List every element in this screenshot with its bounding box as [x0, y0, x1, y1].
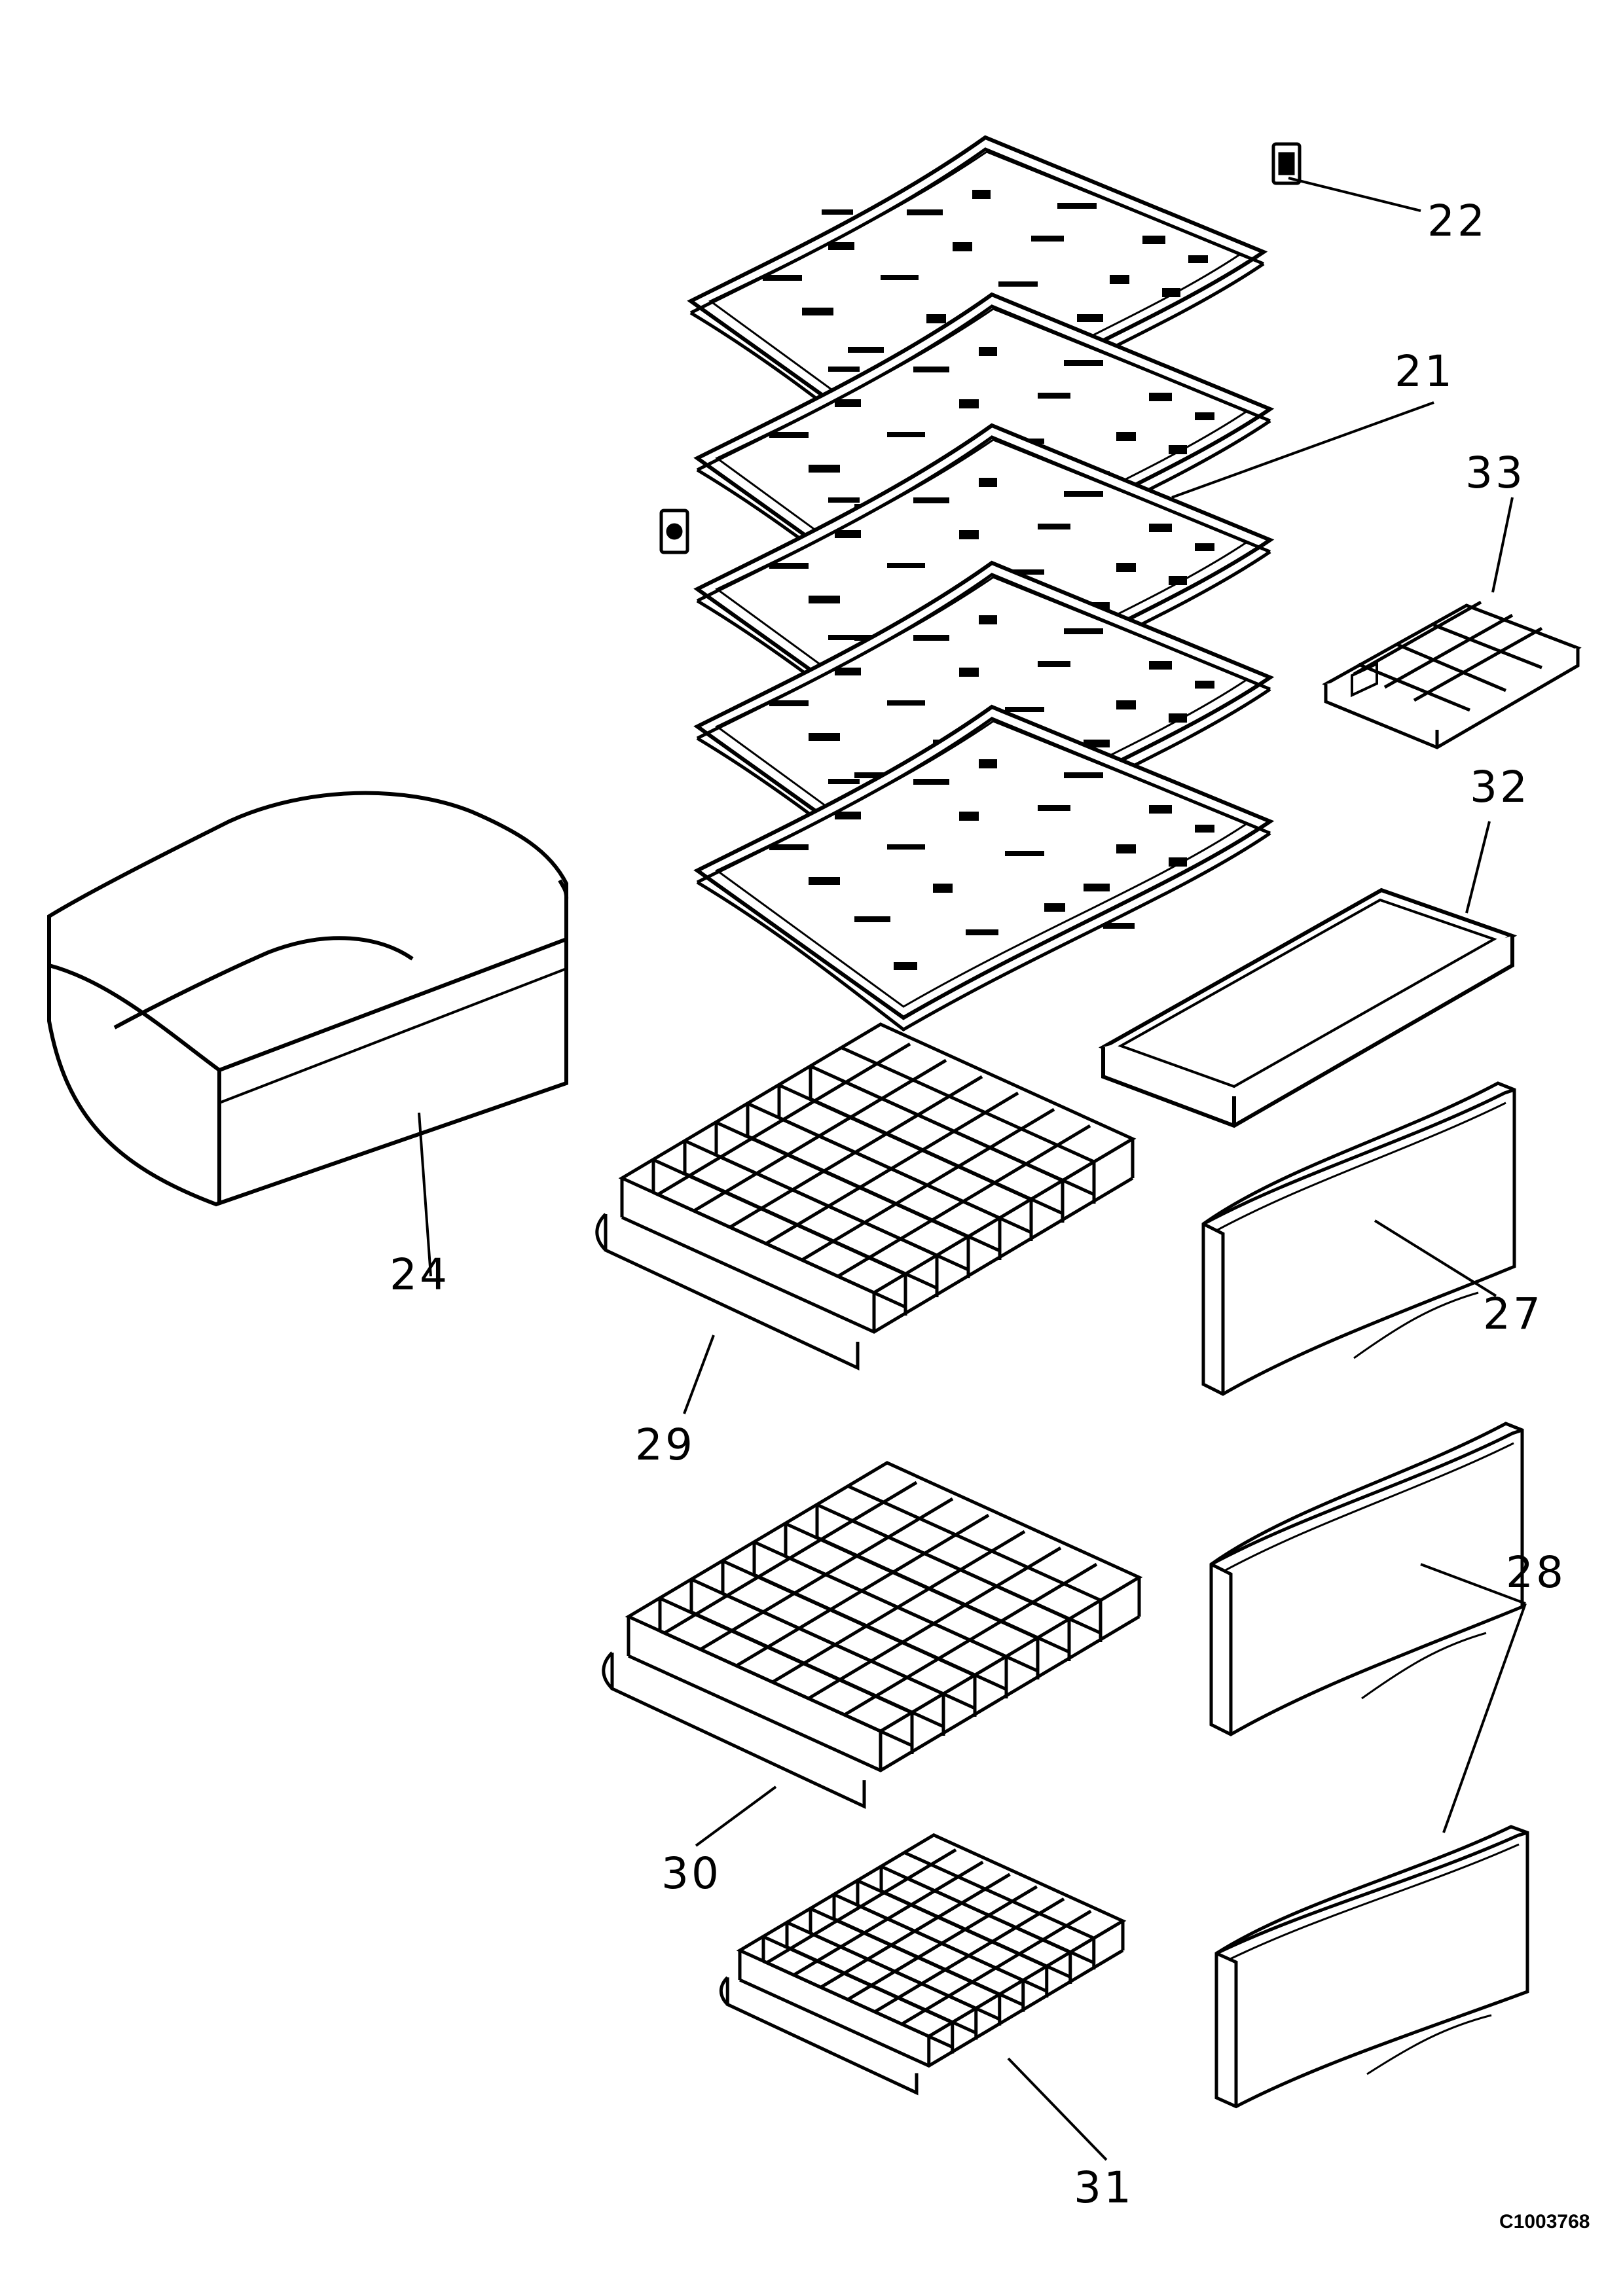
- wire-basket-upper: [597, 1024, 1133, 1368]
- glass-shelf-stack: [691, 137, 1270, 1030]
- shelf-clip-lower: [661, 511, 687, 552]
- callout-30: 30: [661, 1848, 721, 1899]
- leader-lines: [419, 178, 1525, 2160]
- callout-32: 32: [1470, 762, 1530, 812]
- reference-code: C1003768: [1499, 2211, 1590, 2233]
- callout-29: 29: [635, 1420, 695, 1470]
- callout-33: 33: [1465, 448, 1525, 498]
- callout-31: 31: [1074, 2162, 1134, 2213]
- drawer-front-lower: [1216, 1827, 1527, 2107]
- wire-basket-middle: [604, 1463, 1139, 1806]
- callout-22: 22: [1427, 196, 1487, 246]
- callout-21: 21: [1395, 346, 1455, 397]
- drawer-front-upper: [1203, 1083, 1514, 1394]
- callout-24: 24: [390, 1249, 450, 1300]
- wire-basket-lower: [720, 1833, 1124, 2094]
- drawer-front-middle: [1211, 1424, 1522, 1734]
- crisper-bin: [49, 793, 566, 1204]
- callout-27: 27: [1483, 1289, 1543, 1339]
- ice-cube-tray: [1326, 602, 1578, 747]
- callout-28: 28: [1506, 1547, 1566, 1598]
- shelf-clip-upper: [1273, 144, 1300, 183]
- crisper-tray: [1103, 890, 1512, 1126]
